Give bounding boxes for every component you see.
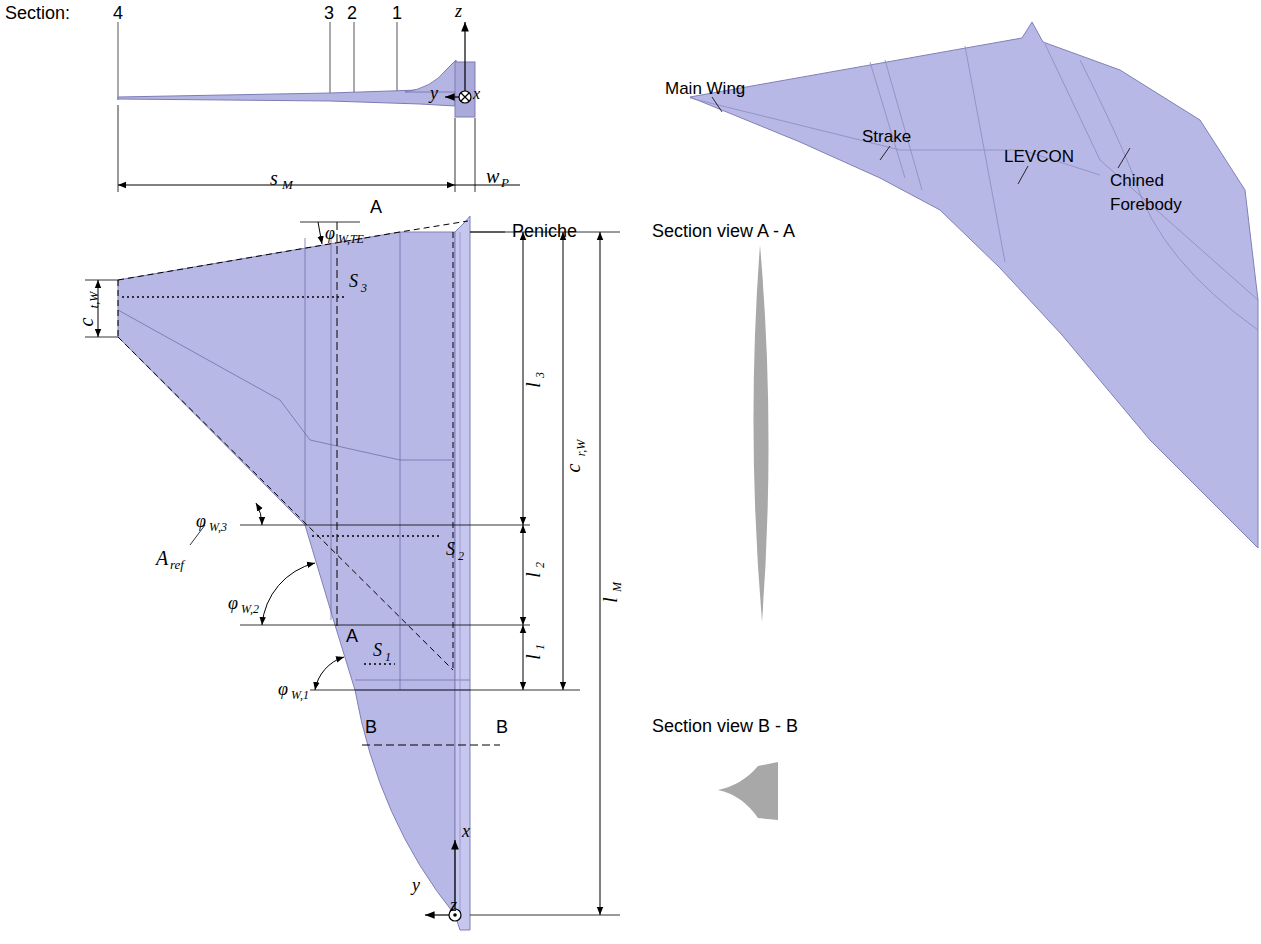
- label-text: z: [450, 896, 457, 914]
- label-text: 2: [347, 4, 357, 22]
- label-text: A: [346, 627, 358, 645]
- label-text: Chined: [1110, 172, 1164, 189]
- label-text: 3: [361, 282, 367, 294]
- label-text: W,2: [241, 603, 259, 615]
- label-text: B: [496, 718, 508, 736]
- label-text: S: [373, 641, 382, 659]
- label-text: y: [412, 876, 420, 894]
- label-text: c: [76, 318, 96, 327]
- label-text: c: [563, 464, 583, 473]
- label-text: 1: [534, 644, 546, 650]
- label-text: Forebody: [1110, 196, 1182, 213]
- label-text: LEVCON: [1004, 148, 1074, 165]
- label-text: φ: [325, 224, 335, 242]
- label-text: P: [501, 176, 509, 189]
- label-text: M: [611, 582, 623, 592]
- label-text: S: [349, 272, 358, 290]
- label-text: φ: [196, 512, 206, 530]
- label-text: r,W: [575, 440, 587, 456]
- label-text: s: [270, 168, 278, 188]
- label-text: w: [486, 166, 499, 186]
- label-text: W,1: [291, 689, 309, 701]
- label-text: φ: [228, 594, 238, 612]
- label-text: ref: [170, 558, 184, 571]
- label-text: 2: [458, 550, 464, 562]
- label-text: W,3: [209, 521, 227, 533]
- label-text: A: [370, 198, 382, 216]
- label-text: l: [600, 597, 620, 603]
- label-text: W,TE: [338, 233, 364, 245]
- front-view: [118, 22, 520, 192]
- label-text: l: [523, 572, 543, 578]
- label-text: y: [430, 84, 438, 102]
- label-text: 3: [324, 4, 334, 22]
- section-a-shape: [753, 245, 768, 622]
- label-text: z: [455, 2, 462, 20]
- label-text: Section:: [5, 4, 70, 22]
- label-text: Peniche: [512, 222, 577, 240]
- label-text: Section view A - A: [652, 222, 795, 240]
- perspective-view: [690, 22, 1258, 548]
- label-text: S: [446, 540, 455, 558]
- label-text: 4: [113, 4, 123, 22]
- label-text: 2: [534, 562, 546, 568]
- label-text: t,W: [88, 292, 100, 308]
- label-text: φ: [278, 680, 288, 698]
- label-text: A: [156, 548, 168, 568]
- label-text: B: [365, 718, 377, 736]
- label-text: M: [282, 178, 293, 191]
- label-text: Strake: [862, 128, 911, 145]
- planform-view: [85, 216, 620, 930]
- label-text: 1: [385, 651, 391, 663]
- label-text: x: [473, 86, 480, 102]
- label-text: Main Wing: [665, 80, 745, 97]
- section-b-shape: [718, 762, 778, 820]
- label-text: 1: [392, 4, 402, 22]
- label-text: x: [462, 822, 470, 840]
- label-text: l: [523, 382, 543, 388]
- label-text: 3: [534, 372, 546, 378]
- label-text: l: [523, 654, 543, 660]
- label-text: Section view B - B: [652, 717, 798, 735]
